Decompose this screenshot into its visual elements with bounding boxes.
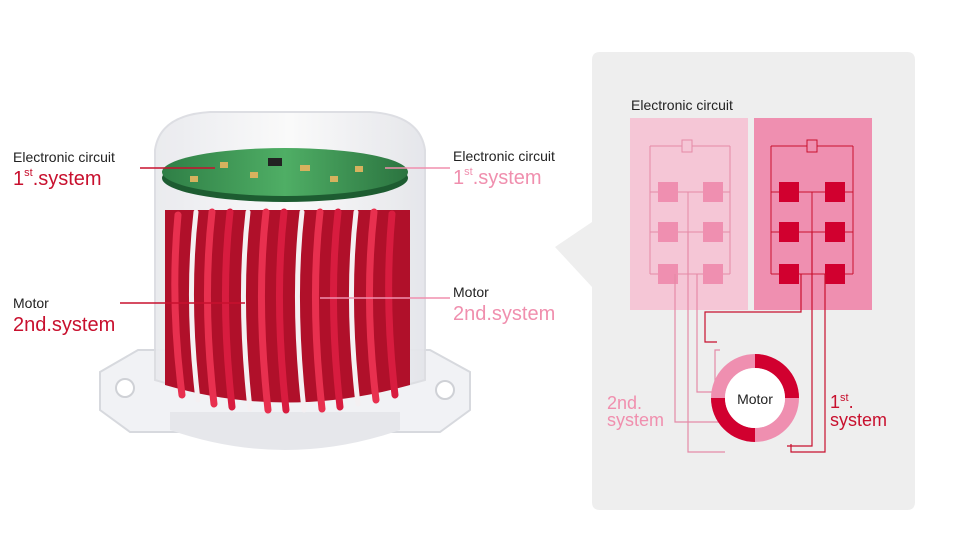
- circuit-diagram-panel: Electronic circuit: [555, 52, 915, 510]
- motor-illustration: [99, 111, 471, 450]
- motor-ring: [711, 354, 799, 442]
- switch-components-1st: [779, 182, 845, 284]
- motor-label: Motor: [737, 391, 773, 407]
- label-motor-2nd-right: Motor 2nd.system: [453, 284, 556, 325]
- pcb-board: [162, 148, 408, 196]
- panel-title: Electronic circuit: [631, 97, 733, 113]
- label-circuit-1st-right: Electronic circuit 1st.system: [453, 148, 555, 189]
- label-motor-2nd-left: Motor 2nd.system: [13, 295, 116, 336]
- first-system-label-line2: system: [830, 410, 887, 430]
- capacitor-2nd: [681, 139, 693, 153]
- switch-components-2nd: [658, 182, 723, 284]
- second-system-label-line2: system: [607, 410, 664, 430]
- label-circuit-1st-left: Electronic circuit 1st.system: [13, 149, 115, 190]
- wires-1st-to-motor: [704, 232, 826, 453]
- second-system-label-line1: 2nd.: [607, 393, 642, 413]
- capacitor-1st: [806, 139, 818, 153]
- first-system-label-line1: 1st.: [830, 392, 854, 412]
